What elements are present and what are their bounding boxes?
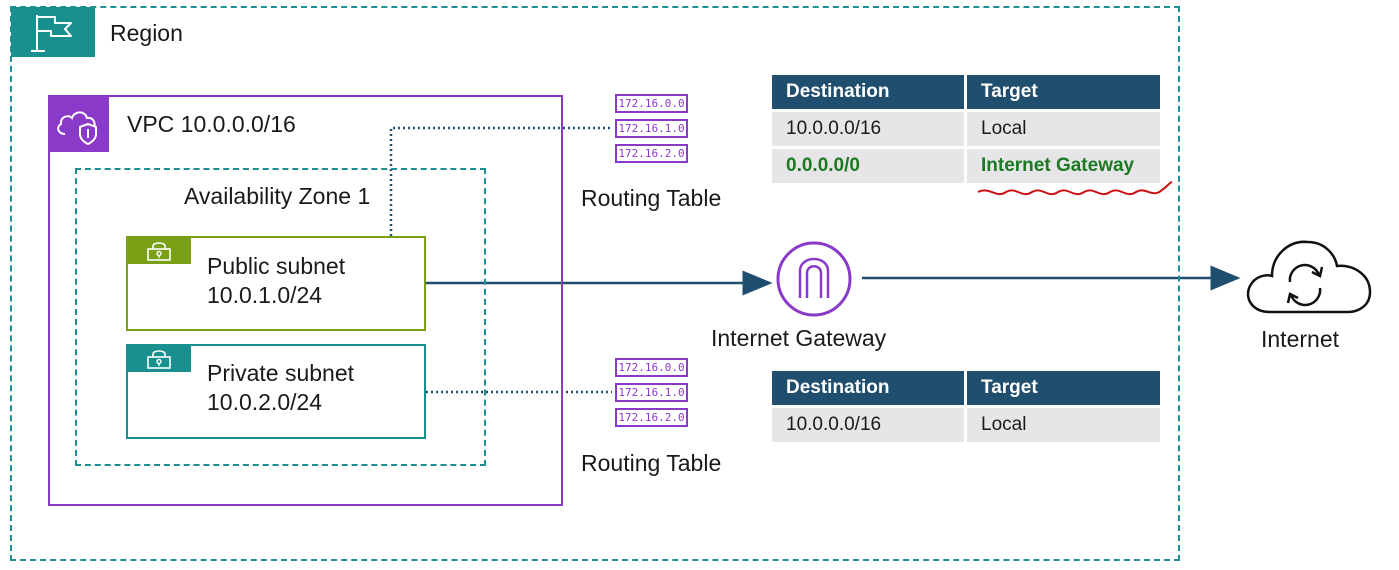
lock-icon — [127, 237, 191, 264]
private-subnet-cidr: 10.0.2.0/24 — [207, 389, 323, 415]
route-entry: 172.16.2.0 — [615, 408, 688, 427]
routing-table-caption-bottom: Routing Table — [581, 450, 722, 476]
target-cell: Local — [967, 408, 1160, 442]
public-subnet-cidr: 10.0.1.0/24 — [207, 282, 323, 308]
availability-zone-label: Availability Zone 1 — [184, 183, 371, 209]
internet-label: Internet — [1261, 326, 1339, 352]
public-route-link — [389, 126, 612, 236]
vpc-cloud-shield-icon — [49, 96, 109, 152]
target-cell: Local — [967, 112, 1160, 146]
public-route-table: Destination Target 10.0.0.0/16 Local 0.0… — [769, 72, 1163, 186]
public-subnet-text: Public subnet 10.0.1.0/24 — [207, 252, 345, 310]
column-header-destination: Destination — [772, 371, 964, 405]
region-boundary — [10, 6, 1180, 561]
route-entry: 172.16.0.0 — [615, 358, 688, 377]
internet-gateway-icon — [774, 240, 854, 323]
public-subnet-name: Public subnet — [207, 253, 346, 279]
routing-table-icon-bottom: 172.16.0.0 172.16.1.0 172.16.2.0 — [615, 358, 688, 427]
routing-table-icon-top: 172.16.0.0 172.16.1.0 172.16.2.0 — [615, 94, 688, 163]
routing-table-caption-top: Routing Table — [581, 185, 722, 211]
table-row: 10.0.0.0/16 Local — [772, 112, 1160, 146]
destination-cell: 10.0.0.0/16 — [772, 112, 964, 146]
table-row: 0.0.0.0/0 Internet Gateway — [772, 149, 1160, 183]
route-entry: 172.16.1.0 — [615, 383, 688, 402]
private-subnet-text: Private subnet 10.0.2.0/24 — [207, 359, 354, 417]
cloud-sync-icon — [1240, 226, 1380, 323]
column-header-target: Target — [967, 371, 1160, 405]
private-subnet-name: Private subnet — [207, 360, 355, 386]
column-header-target: Target — [967, 75, 1160, 109]
route-entry: 172.16.2.0 — [615, 144, 688, 163]
vpc-label: VPC 10.0.0.0/16 — [127, 111, 296, 137]
target-cell: Internet Gateway — [967, 149, 1160, 183]
internet-gateway-label: Internet Gateway — [711, 325, 887, 351]
table-row: 10.0.0.0/16 Local — [772, 408, 1160, 442]
region-flag-icon — [11, 7, 95, 57]
column-header-destination: Destination — [772, 75, 964, 109]
private-route-table: Destination Target 10.0.0.0/16 Local — [769, 368, 1163, 445]
route-entry: 172.16.0.0 — [615, 94, 688, 113]
destination-cell: 10.0.0.0/16 — [772, 408, 964, 442]
route-entry: 172.16.1.0 — [615, 119, 688, 138]
region-label: Region — [110, 20, 183, 46]
availability-zone-boundary — [75, 168, 486, 466]
lock-icon — [127, 345, 191, 372]
vpc-boundary — [48, 95, 563, 506]
destination-cell: 0.0.0.0/0 — [772, 149, 964, 183]
handwritten-underline — [977, 181, 1173, 196]
